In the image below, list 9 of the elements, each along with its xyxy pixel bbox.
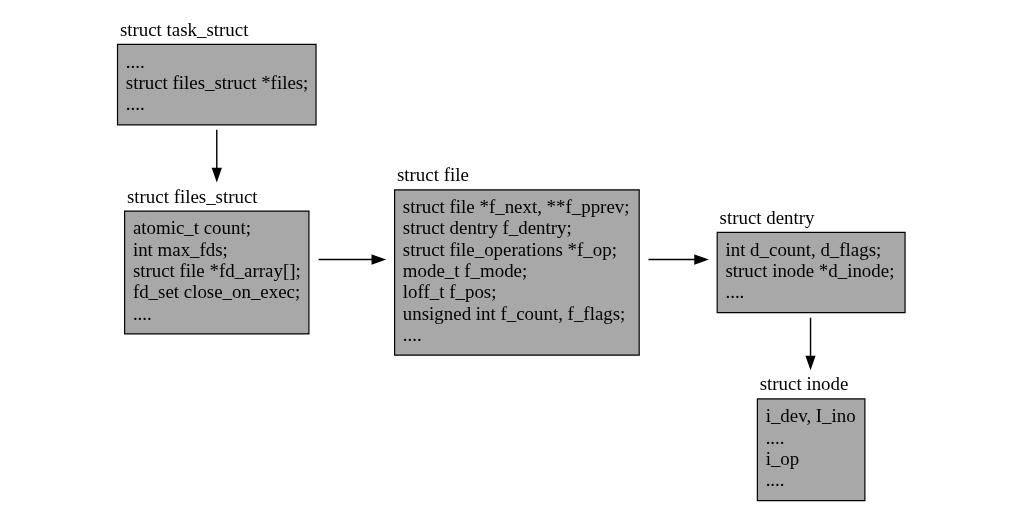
node-label: struct files_struct (126, 185, 258, 207)
arrow (805, 316, 816, 370)
node-label: struct inode (759, 372, 849, 394)
arrow (317, 253, 387, 265)
node-label: struct file (396, 163, 469, 185)
arrow (211, 128, 222, 182)
arrow (647, 253, 709, 265)
node-label: struct dentry (719, 206, 815, 228)
node-label: struct task_struct (119, 18, 249, 40)
